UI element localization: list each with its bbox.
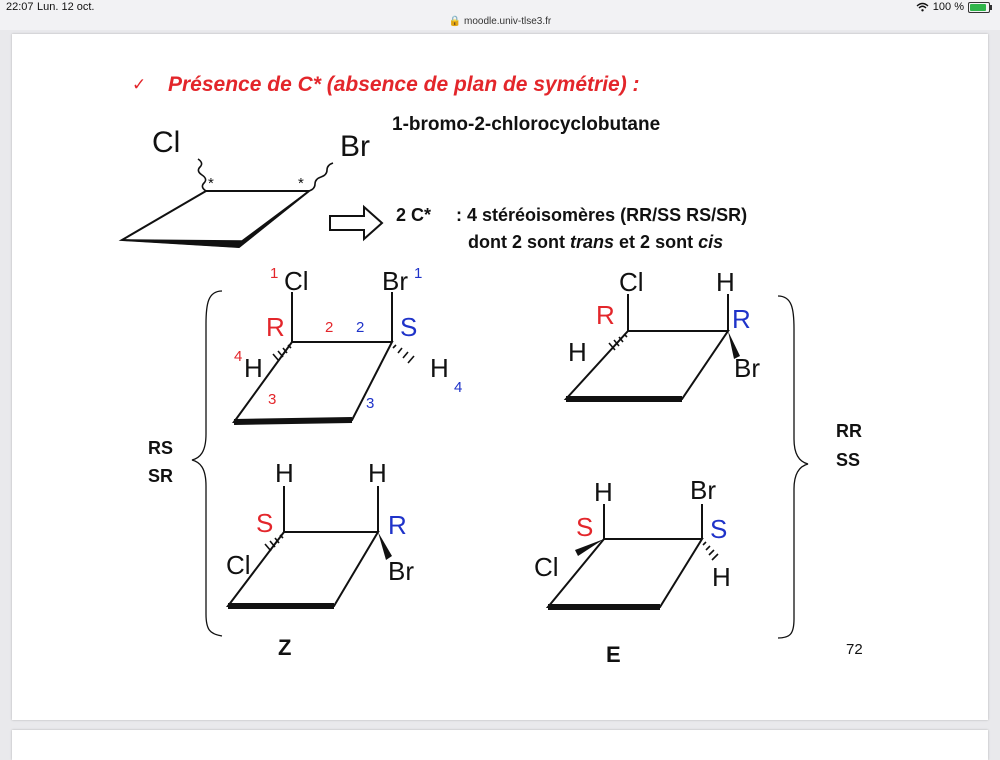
descriptor-r: R (596, 300, 615, 330)
molecule-z: H H Cl Br S R Z (225, 458, 414, 660)
descriptor-s: S (256, 508, 273, 538)
molecule-e: H Br Cl H S S E (534, 475, 731, 667)
label-ss: SS (836, 450, 860, 470)
atom-label: H (568, 337, 587, 367)
descriptor-s: S (400, 312, 417, 342)
atom-label: Br (388, 556, 414, 586)
slide: .b { font-family:"Liberation Sans", sans… (12, 34, 988, 720)
molecule-rr: Cl H H Br R R (563, 267, 760, 402)
status-bar: 22:07 Lun. 12 oct. 100 % (0, 0, 1000, 16)
slide-heading: Présence de C* (absence de plan de symét… (168, 73, 640, 96)
atom-label: H (368, 458, 387, 488)
chiral-star: * (208, 175, 214, 192)
atom-label: Cl (152, 126, 180, 159)
descriptor-r: R (732, 304, 751, 334)
atom-label: Br (340, 130, 370, 163)
clock: 22:07 (6, 1, 34, 13)
priority-number: 1 (414, 265, 422, 282)
priority-number: 4 (454, 379, 462, 396)
label-z: Z (278, 635, 291, 660)
left-brace (191, 290, 223, 637)
page-number: 72 (846, 641, 863, 658)
priority-number: 1 (270, 265, 278, 282)
atom-label: Br (382, 266, 408, 296)
cyclobutane-perspective: Cl Br * * (118, 126, 370, 249)
descriptor-r: R (266, 312, 285, 342)
atom-label: H (275, 458, 294, 488)
lock-icon: 🔒 (448, 16, 462, 27)
atom-label: Cl (226, 550, 251, 580)
isomers-line-2: dont 2 sont trans et 2 sont cis (468, 232, 723, 252)
priority-number: 2 (325, 319, 333, 336)
atom-label: H (244, 353, 263, 383)
label-rr: RR (836, 421, 862, 441)
battery-icon (968, 1, 992, 13)
wavy-bond (308, 162, 334, 192)
wavy-bond (197, 158, 207, 192)
atom-label: H (716, 267, 735, 297)
atom-label: Cl (619, 267, 644, 297)
slide-drawing: .b { font-family:"Liberation Sans", sans… (118, 73, 863, 667)
battery-percent: 100 % (932, 1, 964, 13)
priority-number: 3 (366, 395, 374, 412)
chiral-star: * (298, 175, 304, 192)
arrow-right-icon (329, 204, 384, 242)
label-e: E (606, 642, 621, 667)
date: Lun. 12 oct. (37, 1, 95, 13)
url-text: moodle.univ-tlse3.fr (463, 16, 552, 27)
right-brace (777, 295, 809, 639)
battery-fill (970, 3, 986, 11)
priority-number: 4 (234, 348, 242, 365)
atom-label: H (712, 562, 731, 592)
checkmark-icon: ✓ (132, 75, 146, 94)
status-indicators: 100 % (916, 1, 992, 13)
isomers-line-1: : 4 stéréoisomères (RR/SS RS/SR) (456, 205, 747, 225)
compound-name: 1-bromo-2-chlorocyclobutane (392, 114, 660, 135)
atom-label: Cl (534, 552, 559, 582)
atom-label: Br (734, 353, 760, 383)
next-slide (12, 730, 988, 760)
address-bar[interactable]: 🔒 moodle.univ-tlse3.fr (0, 16, 1000, 30)
atom-label: Cl (284, 266, 309, 296)
priority-number: 3 (268, 391, 276, 408)
atom-label: Br (690, 475, 716, 505)
atom-label: H (594, 477, 613, 507)
wifi-icon (916, 2, 929, 12)
descriptor-r: R (388, 510, 407, 540)
label-rs: RS (148, 438, 173, 458)
molecule-rs: Cl Br H H R S 1 1 2 2 4 4 3 3 (232, 265, 462, 425)
stereocenter-count: 2 C* (396, 205, 431, 225)
atom-label: H (430, 353, 449, 383)
descriptor-s: S (576, 512, 593, 542)
descriptor-s: S (710, 514, 727, 544)
label-sr: SR (148, 466, 173, 486)
priority-number: 2 (356, 319, 364, 336)
